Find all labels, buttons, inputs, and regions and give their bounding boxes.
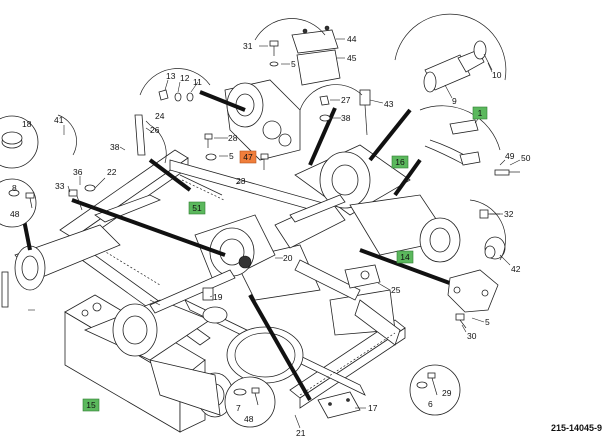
callout-31: 31 <box>243 41 253 51</box>
tag-15[interactable]: 15 <box>82 398 100 412</box>
connector-1 <box>449 119 479 135</box>
cap-10 <box>473 40 493 71</box>
callout-48-bottom: 48 <box>244 414 254 424</box>
callout-18: 18 <box>22 119 32 129</box>
mounting-plate <box>447 269 499 313</box>
bolt-28 <box>204 133 217 161</box>
svg-text:1: 1 <box>478 108 483 118</box>
callout-38-left: 38 <box>110 142 120 152</box>
bracket-24 <box>134 114 146 156</box>
tag-47[interactable]: 47 <box>239 150 257 164</box>
callout-45: 45 <box>347 53 357 63</box>
front-axle-assembly <box>294 144 461 263</box>
callout-30: 30 <box>467 331 477 341</box>
callout-49: 49 <box>505 151 515 161</box>
callout-23: 23 <box>236 176 246 186</box>
callout-labels: 31 5 44 45 10 9 13 12 11 27 43 38 24 26 … <box>10 34 531 438</box>
detail-arc-1-49 <box>419 105 501 151</box>
callout-36: 36 <box>73 167 83 177</box>
nuts-27-38 <box>319 95 331 122</box>
callout-19: 19 <box>213 292 223 302</box>
callout-25: 25 <box>391 285 401 295</box>
svg-text:47: 47 <box>243 152 253 162</box>
svg-text:14: 14 <box>400 252 410 262</box>
rear-axle-left <box>14 224 121 291</box>
detail-circle-6-29 <box>409 364 461 416</box>
bolt-47 <box>260 153 269 170</box>
sensor-19 <box>202 287 214 301</box>
callout-20: 20 <box>283 253 293 263</box>
detail-arc-42 <box>469 199 506 261</box>
callout-26: 26 <box>150 125 160 135</box>
tag-1[interactable]: 1 <box>472 106 488 120</box>
detail-arc-9-10 <box>394 13 507 81</box>
svg-text:51: 51 <box>192 203 202 213</box>
callout-27: 27 <box>341 95 351 105</box>
tag-16[interactable]: 16 <box>391 155 409 169</box>
detail-arc-12-11 <box>139 68 211 96</box>
callout-21: 21 <box>296 428 306 438</box>
stud-left <box>1 271 9 308</box>
bolt-31 <box>269 40 279 67</box>
callout-7: 7 <box>236 403 241 413</box>
leader-lines <box>28 38 521 429</box>
bracket-25 <box>344 264 381 289</box>
rear-axle-housing <box>83 299 234 418</box>
clamp-44-45 <box>291 25 341 86</box>
callout-24: 24 <box>155 111 165 121</box>
callout-13: 13 <box>166 71 176 81</box>
bolt-33 <box>68 184 96 211</box>
callout-9: 9 <box>452 96 457 106</box>
tag-14[interactable]: 14 <box>396 250 414 264</box>
callout-41: 41 <box>54 115 64 125</box>
callout-42: 42 <box>511 264 521 274</box>
cap-42 <box>484 236 506 260</box>
callout-38-right: 38 <box>341 113 351 123</box>
callout-28: 28 <box>228 133 238 143</box>
sleeve-9 <box>423 49 485 93</box>
pad-17 <box>317 391 361 419</box>
transmission-motor <box>194 199 346 286</box>
detail-arc-26-38 <box>149 124 167 164</box>
detail-circle-7-48-bottom <box>224 376 276 428</box>
callout-5-right: 5 <box>485 317 490 327</box>
callout-32: 32 <box>504 209 514 219</box>
detail-arc-41 <box>57 114 77 156</box>
detail-circle-8-48-left <box>0 178 37 228</box>
detail-arc-44 <box>254 18 326 41</box>
detail-arc-27-38 <box>299 84 363 111</box>
svg-text:16: 16 <box>395 157 405 167</box>
callout-5-top: 5 <box>291 59 296 69</box>
callout-5-mid: 5 <box>229 151 234 161</box>
nuts-11-13 <box>158 89 194 102</box>
callout-10: 10 <box>492 70 502 80</box>
bolt-30 <box>455 313 467 329</box>
callout-11: 11 <box>193 77 202 87</box>
drive-shaft <box>149 194 346 314</box>
callout-43: 43 <box>384 99 394 109</box>
callout-8-left: 8 <box>12 183 17 193</box>
svg-text:15: 15 <box>86 400 96 410</box>
callout-48-left: 48 <box>10 209 20 219</box>
callout-12: 12 <box>180 73 190 83</box>
tag-51[interactable]: 51 <box>188 201 206 215</box>
callout-44: 44 <box>347 34 357 44</box>
callout-6: 6 <box>428 399 433 409</box>
hose-line <box>424 139 481 166</box>
sensor-43 <box>359 89 371 136</box>
callout-29: 29 <box>442 388 452 398</box>
callout-50: 50 <box>521 153 531 163</box>
figure-reference-code: 215-14045-9 <box>551 423 602 433</box>
callout-17: 17 <box>368 403 378 413</box>
upper-gearbox <box>224 79 301 161</box>
detail-circle-18 <box>0 115 39 169</box>
bolt-49-50 <box>494 169 520 176</box>
nuts-left <box>81 302 102 317</box>
round-disc-plate <box>202 306 304 384</box>
callout-33: 33 <box>55 181 65 191</box>
callout-22: 22 <box>107 167 117 177</box>
leader-bars <box>20 90 456 401</box>
